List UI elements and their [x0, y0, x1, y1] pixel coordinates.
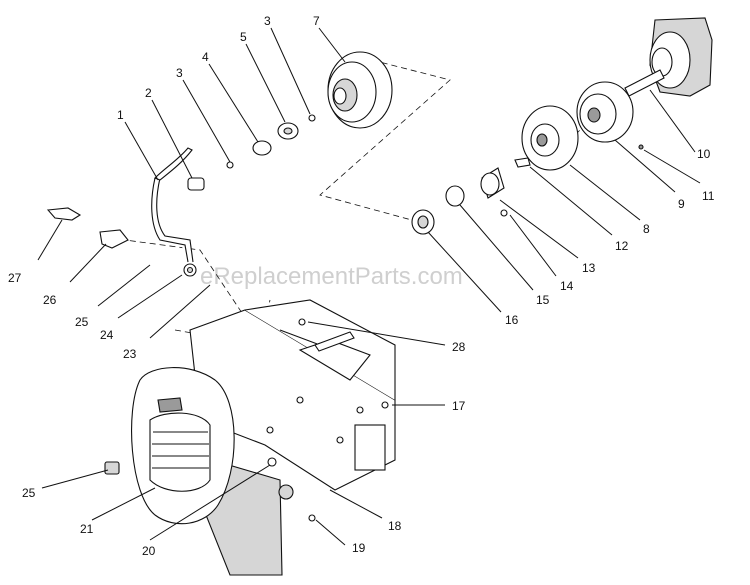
- gearbox-housing: [624, 17, 713, 97]
- bracket-part-26: [99, 229, 129, 249]
- callout-9: 9: [678, 197, 685, 211]
- callout-7: 7: [313, 14, 320, 28]
- sleeve-part-2: [187, 177, 205, 191]
- callout-labels: 1 2 3 4 5 3 7 10 11 9 8 12 13 14 15 16 2…: [8, 14, 715, 558]
- knob-part: [278, 484, 294, 500]
- callout-18: 18: [388, 519, 402, 533]
- callout-12: 12: [615, 239, 629, 253]
- screw-part-28: [298, 318, 306, 326]
- clip-part-27: [46, 207, 82, 221]
- cap-part-25: [104, 461, 120, 475]
- callout-25: 25: [75, 315, 89, 329]
- washer-part-20: [267, 457, 277, 467]
- bolt-part-19: [308, 514, 316, 522]
- ring-part-4: [252, 140, 272, 156]
- pulley-part-9: [576, 81, 634, 143]
- callout-15: 15: [536, 293, 550, 307]
- callout-3: 3: [176, 66, 183, 80]
- bushing-part-16: [411, 209, 435, 235]
- washer-part-15: [445, 185, 465, 207]
- control-rod-assembly: [46, 114, 316, 277]
- callout-28: 28: [452, 340, 466, 354]
- callout-13: 13: [582, 261, 596, 275]
- callout-1: 1: [117, 108, 124, 122]
- pulley-part-8: [521, 105, 579, 171]
- pin-part-11: [638, 144, 644, 150]
- callout-14: 14: [560, 279, 574, 293]
- watermark-text: eReplacementParts.com: [200, 263, 463, 290]
- callout-19: 19: [352, 541, 366, 555]
- callout-2: 2: [145, 86, 152, 100]
- chute-housing-part-21: [131, 367, 283, 576]
- screw-part-14: [500, 209, 508, 217]
- key-part-12: [514, 157, 531, 168]
- chassis-plate: [189, 299, 396, 491]
- nut-part-17: [381, 401, 389, 409]
- spacer-part-13: [480, 167, 505, 199]
- callout-5: 5: [240, 30, 247, 44]
- callout-16: 16: [505, 313, 519, 327]
- callout-26: 26: [43, 293, 57, 307]
- leader-lines: [37, 27, 701, 546]
- callout-20: 20: [142, 544, 156, 558]
- callout-8: 8: [643, 222, 650, 236]
- callout-23: 23: [123, 347, 137, 361]
- callout-10: 10: [697, 147, 711, 161]
- pulley-part-7: [327, 51, 393, 129]
- bracket-part-18-body: [354, 424, 386, 471]
- callout-17: 17: [452, 399, 466, 413]
- callout-27: 27: [8, 271, 22, 285]
- callout-21: 21: [80, 522, 94, 536]
- callout-25b: 25: [22, 486, 36, 500]
- callout-3b: 3: [264, 14, 271, 28]
- callout-4: 4: [202, 50, 209, 64]
- callout-24: 24: [100, 328, 114, 342]
- callout-11: 11: [702, 189, 715, 203]
